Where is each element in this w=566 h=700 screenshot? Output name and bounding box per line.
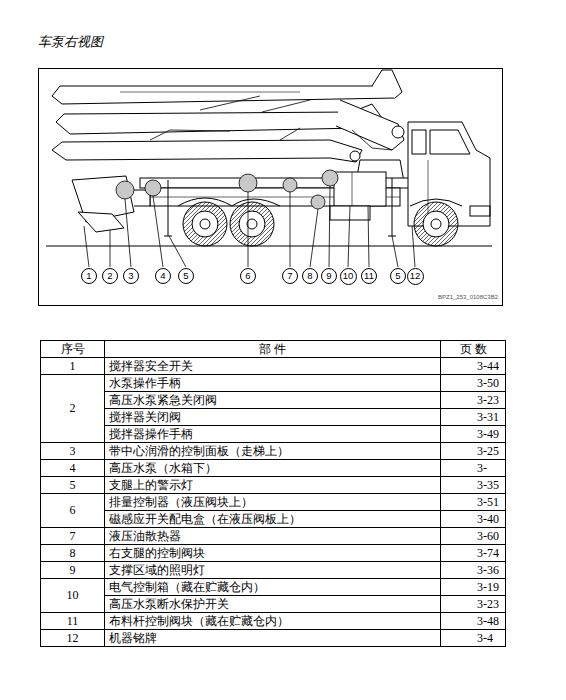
callout-circle: 4	[155, 268, 171, 284]
table-cell: 高压水泵紧急关闭阀	[104, 391, 441, 409]
callout-circle: 9	[321, 268, 337, 284]
table-cell: 磁感应开关配电盒（在液压阀板上）	[104, 510, 441, 528]
table-cell: 3-40	[440, 510, 506, 528]
table-cell: 12	[40, 629, 105, 647]
table-cell: 3-74	[440, 544, 506, 562]
table-cell: 7	[40, 527, 105, 545]
table-cell: 8	[40, 544, 105, 562]
callout-circle: 6	[240, 268, 256, 284]
table-cell: 带中心润滑的控制面板（走梯上）	[104, 442, 441, 460]
table-cell: 3-19	[440, 578, 506, 596]
table-cell: 3-25	[440, 442, 506, 460]
table-cell: 液压油散热器	[104, 527, 441, 545]
table-cell: 布料杆控制阀块（藏在贮藏仓内）	[104, 612, 441, 630]
table-cell: 10	[40, 578, 105, 613]
table-cell: 4	[40, 459, 105, 477]
callout-number: 8	[307, 271, 312, 281]
table-cell: 搅拌器关闭阀	[104, 408, 441, 426]
table-cell: 支腿上的警示灯	[104, 476, 441, 494]
table-cell: 电气控制箱（藏在贮藏仓内）	[104, 578, 441, 596]
callout-circle: 5	[178, 268, 194, 284]
drawing-code: BPZ1_253_0108C3B2	[438, 294, 498, 300]
table-cell: 3-50	[440, 374, 506, 392]
callout-number: 7	[287, 271, 292, 281]
table-cell: 搅拌器安全开关	[104, 357, 441, 375]
table-header: 序号	[40, 340, 105, 358]
callout-circle: 5	[390, 268, 406, 284]
callout-circle: 11	[361, 268, 377, 284]
callout-number: 4	[160, 271, 165, 281]
callout-circle: 7	[282, 268, 298, 284]
callout-number: 9	[326, 271, 331, 281]
callout-number: 11	[364, 271, 374, 281]
table-cell: 3-36	[440, 561, 506, 579]
callout-circle: 8	[302, 268, 318, 284]
leader-line	[84, 186, 415, 267]
table-cell: 3-23	[440, 391, 506, 409]
callout-circle: 12	[407, 268, 424, 285]
callout-number: 6	[245, 271, 250, 281]
callout-number: 12	[410, 271, 421, 281]
table-cell: 3-49	[440, 425, 506, 443]
callout-circle: 3	[123, 268, 139, 284]
table-header: 页 数	[440, 340, 506, 358]
callout-circle: 1	[81, 268, 97, 284]
table-cell: 右支腿的控制阀块	[104, 544, 441, 562]
callout-number: 5	[183, 271, 188, 281]
callout-number: 1	[86, 271, 91, 281]
table-cell: 6	[40, 493, 105, 528]
table-cell: 11	[40, 612, 105, 630]
table-cell: 3-4	[440, 629, 506, 647]
table-cell: 3-44	[440, 357, 506, 375]
table-cell: 2	[40, 374, 105, 443]
callout-number: 10	[343, 271, 354, 281]
callout-number: 5	[395, 271, 400, 281]
table-header: 部 件	[104, 340, 441, 358]
table-cell: 高压水泵断水保护开关	[104, 595, 441, 613]
table-cell: 3-31	[440, 408, 506, 426]
table-cell: 高压水泵（水箱下）	[104, 459, 441, 477]
table-cell: 3-35	[440, 476, 506, 494]
truck-drawing	[46, 70, 492, 246]
table-cell: 水泵操作手柄	[104, 374, 441, 392]
table-cell: 3-51	[440, 493, 506, 511]
table-cell: 9	[40, 561, 105, 579]
table-cell: 5	[40, 476, 105, 494]
callout-number: 3	[128, 271, 133, 281]
table-cell: 3-48	[440, 612, 506, 630]
callout-circle: 10	[340, 268, 357, 285]
table-cell: 3-	[440, 459, 506, 477]
table-cell: 3-60	[440, 527, 506, 545]
figure-title: 车泵右视图	[38, 33, 103, 51]
component-marker	[116, 170, 338, 209]
table-cell: 机器铭牌	[104, 629, 441, 647]
table-cell: 支撑区域的照明灯	[104, 561, 441, 579]
table-cell: 1	[40, 357, 105, 375]
callout-number: 2	[107, 271, 112, 281]
table-cell: 3	[40, 442, 105, 460]
table-cell: 搅拌器操作手柄	[104, 425, 441, 443]
table-cell: 3-23	[440, 595, 506, 613]
callout-circle: 2	[102, 268, 118, 284]
frame	[39, 69, 503, 306]
table-cell: 排量控制器（液压阀块上）	[104, 493, 441, 511]
